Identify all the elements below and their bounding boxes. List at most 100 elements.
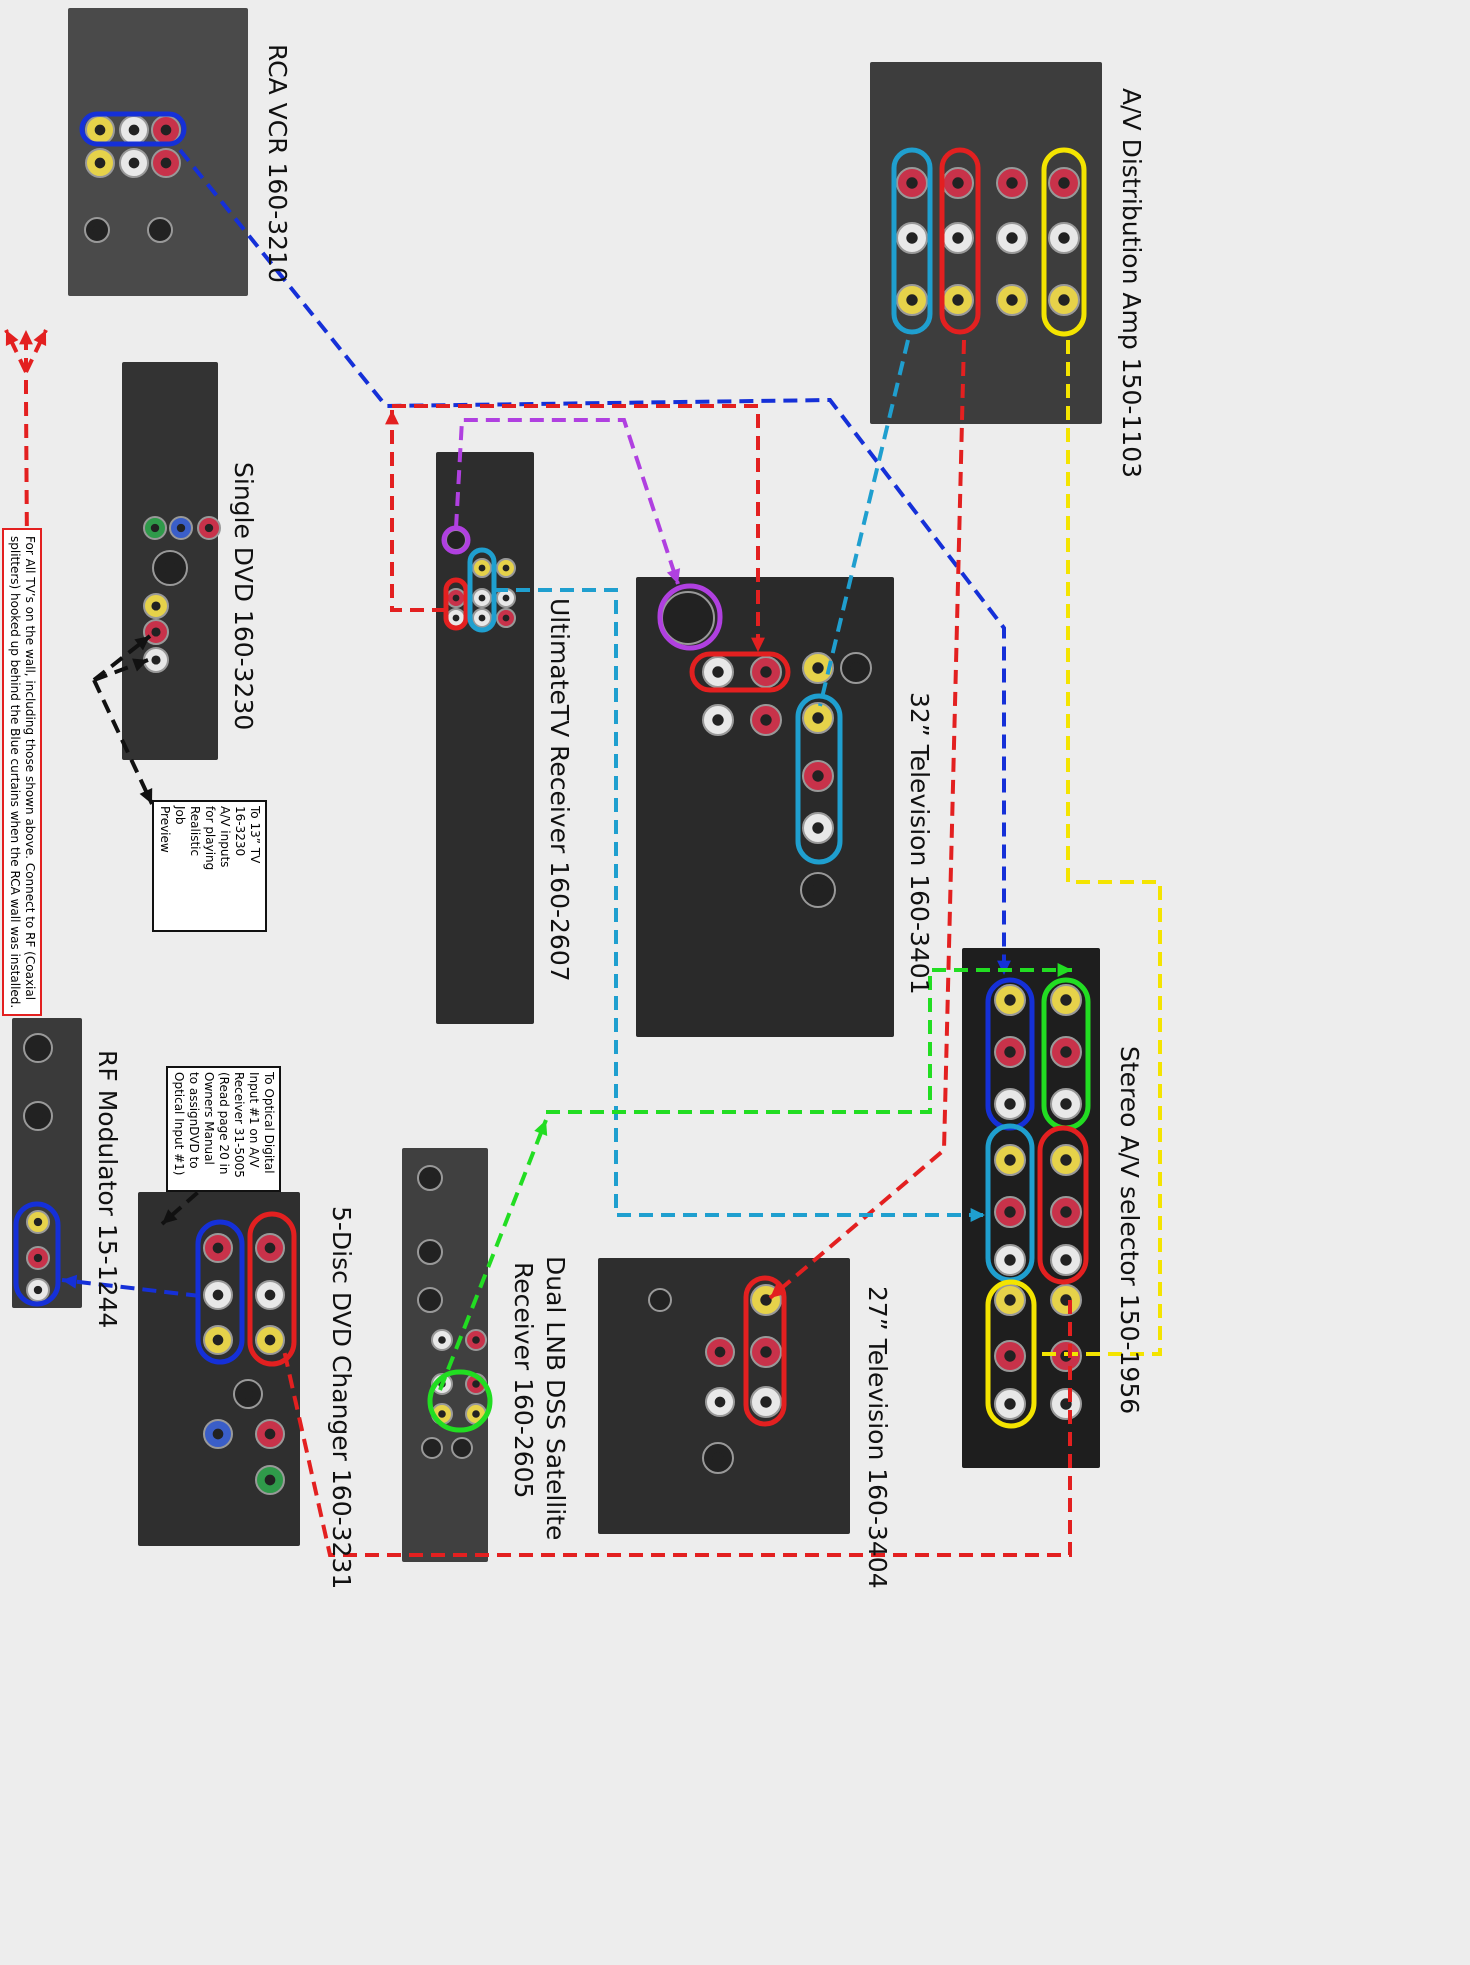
rca-jack-center [712, 1452, 723, 1463]
av-distribution-amp-label: A/V Distribution Amp 150-1103 [1116, 88, 1146, 478]
rca-jack-center [1004, 1046, 1015, 1057]
rca-jack-center [1004, 1254, 1015, 1265]
rca-jack-center [760, 1396, 771, 1407]
rca-jack-center [453, 615, 460, 622]
rca-jack-center [906, 232, 917, 243]
optical-input-note: To Optical Digital Input #1 on A/V Recei… [166, 1066, 281, 1192]
rca-jack-center [1006, 177, 1017, 188]
rca-jack-center [213, 1243, 224, 1254]
rca-jack-center [438, 1336, 446, 1344]
arrowhead [19, 330, 33, 344]
note-line: 16-3230 [232, 806, 247, 926]
rca-jack-center [712, 714, 723, 725]
rca-jack-center [472, 1380, 480, 1388]
rca-jack-center [129, 125, 140, 136]
rca-jack-center [164, 562, 177, 575]
rf-modulator-label: RF Modulator 15-1244 [92, 1050, 122, 1328]
rf-connection-note: For All TV’s on the wall, including thos… [2, 528, 42, 1016]
rca-jack-center [1060, 1046, 1071, 1057]
rca-jack-center [503, 615, 510, 622]
rca-jack-center [428, 1444, 436, 1452]
signal-cable [820, 340, 908, 706]
rca-jack-center [33, 1111, 44, 1122]
arrowhead [997, 961, 1011, 975]
rca-jack-center [812, 712, 823, 723]
signal-cable [94, 680, 152, 804]
rca-jack-center [151, 601, 160, 610]
rca-jack-center [34, 1254, 42, 1262]
rca-jack-center [812, 884, 825, 897]
rca-jack-center [205, 524, 213, 532]
rca-jack-center [678, 608, 698, 628]
rca-jack-center [906, 177, 917, 188]
rca-jack-center [177, 524, 185, 532]
rca-jack-center [812, 770, 823, 781]
rca-jack-center [712, 666, 723, 677]
dss-receiver-label-line1: Dual LNB DSS Satellite [540, 1256, 570, 1540]
rca-jack-center [850, 662, 861, 673]
note-line: Input #1 on A/V [246, 1072, 261, 1186]
rca-jack-center [213, 1429, 224, 1440]
rca-jack-center [1006, 294, 1017, 305]
note-line: to assignDVD to [186, 1072, 201, 1186]
rca-jack-center [95, 125, 106, 136]
rca-jack-center [952, 232, 963, 243]
dss-receiver-label-line2: Receiver 160-2605 [508, 1262, 538, 1498]
rca-jack-center [1060, 1206, 1071, 1217]
rca-jack-center [715, 1347, 726, 1358]
rca-jack-center [34, 1286, 42, 1294]
rca-jack-center [265, 1335, 276, 1346]
rca-jack-center [472, 1336, 480, 1344]
rca-jack-center [503, 595, 510, 602]
arrowhead [751, 638, 765, 652]
note-line: Job [172, 806, 187, 926]
ultimatetv-label: UltimateTV Receiver 160-2607 [544, 598, 574, 982]
tv32-label: 32” Television 160-3401 [904, 692, 934, 995]
signal-cable [180, 150, 1004, 975]
note-line: Owners Manual [201, 1072, 216, 1186]
rca-jack-center [452, 536, 460, 544]
tv27-label: 27” Television 160-3404 [862, 1286, 892, 1589]
rca-jack-center [425, 1247, 434, 1256]
rca-jack-center [906, 294, 917, 305]
rca-jack-center [1004, 1294, 1015, 1305]
note-line: A/V inputs [217, 806, 232, 926]
rca-jack-center [1060, 1154, 1071, 1165]
highlight-loop [430, 1372, 490, 1430]
signal-cable [62, 1280, 200, 1296]
rca-jack-center [1060, 1098, 1071, 1109]
rca-jack-center [479, 565, 486, 572]
rca-jack-center [155, 225, 164, 234]
rca-jack-center [265, 1243, 276, 1254]
rca-jack-center [812, 662, 823, 673]
rca-jack-center [1004, 1154, 1015, 1165]
rca-jack-center [161, 125, 172, 136]
rca-jack-center [760, 714, 771, 725]
arrowhead [667, 568, 680, 584]
rca-jack-center [760, 1346, 771, 1357]
rca-jack-center [656, 1296, 664, 1304]
rca-vcr-label: RCA VCR 160-3210 [262, 44, 292, 283]
rca-jack-center [1060, 1254, 1071, 1265]
rca-jack-center [151, 524, 159, 532]
rca-jack-center [1058, 177, 1069, 188]
rca-jack-center [453, 595, 460, 602]
rca-jack-center [715, 1397, 726, 1408]
note-line: To 13” TV [247, 806, 262, 926]
arrowhead [385, 410, 399, 424]
rca-jack-center [33, 1043, 44, 1054]
rca-jack-center [952, 177, 963, 188]
dvd-changer-label: 5-Disc DVD Changer 160-3231 [326, 1206, 356, 1589]
rca-jack-center [95, 158, 106, 169]
rca-jack-center [243, 1389, 254, 1400]
note-line: (Read page 20 in [216, 1072, 231, 1186]
rca-jack-center [1004, 1206, 1015, 1217]
rca-jack-center [425, 1173, 434, 1182]
note-line: Receiver 31-5005 [231, 1072, 246, 1186]
note-line: To Optical Digital [261, 1072, 276, 1186]
rca-jack-center [1004, 1098, 1015, 1109]
note-line: for playing [202, 806, 217, 926]
rca-jack-center [1006, 232, 1017, 243]
rca-jack-center [151, 655, 160, 664]
